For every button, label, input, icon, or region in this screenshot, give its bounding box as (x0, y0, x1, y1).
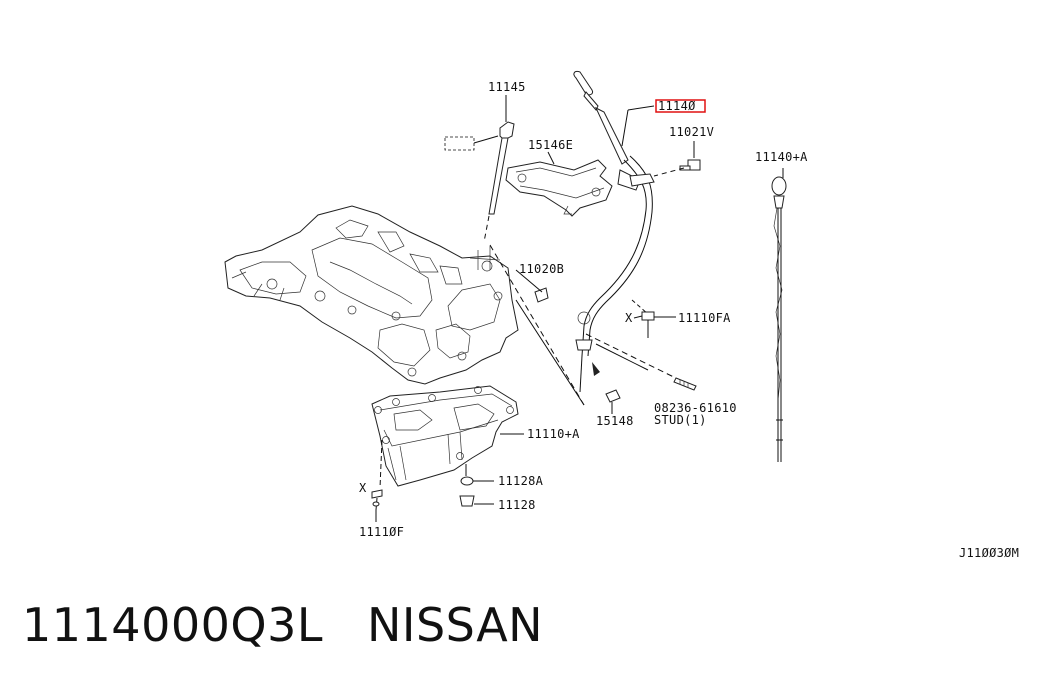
dipstick-tube-11140 (573, 71, 655, 393)
label-11140: 1114Ø (658, 99, 696, 113)
label-11128: 11128 (498, 498, 536, 512)
plug-11020b (515, 269, 549, 303)
label-11021v: 11021V (669, 125, 714, 139)
label-11140a: 11140+A (755, 150, 808, 164)
label-11110f: 1111ØF (359, 525, 404, 539)
bolt-11110f (371, 439, 383, 522)
diagram-reference-code: J11ØØ3ØM (959, 546, 1019, 560)
bolt-11021v (653, 141, 701, 177)
stud-08236 (673, 377, 697, 391)
parts-diagram: 11145 1114Ø 15146E 11021V 11140+A 11020B… (224, 71, 1019, 560)
label-15148: 15148 (596, 414, 634, 428)
assembly-lines (489, 244, 689, 406)
label-11145: 11145 (488, 80, 526, 94)
drain-plug (459, 464, 494, 507)
bolt-11110fa (633, 311, 676, 338)
label-11020b: 11020B (519, 262, 564, 276)
brand-name: NISSAN (366, 598, 544, 652)
label-x-lower: X (359, 481, 367, 495)
dipstick-guide-11145 (444, 95, 515, 243)
label-11110a: 11110+A (527, 427, 580, 441)
upper-oil-pan-casting (224, 205, 519, 385)
part-title: 1114000Q3L NISSAN (22, 598, 543, 658)
highlight-box (655, 99, 706, 113)
label-11110fa: 11110FA (678, 311, 731, 325)
nut-15148 (592, 362, 621, 414)
label-x-upper: X (625, 311, 633, 325)
label-08236: 08236-61610 (654, 401, 737, 415)
label-15146e: 15146E (528, 138, 573, 152)
dipstick-11140a (771, 168, 787, 462)
label-stud: STUD(1) (654, 413, 707, 427)
label-11128a: 11128A (498, 474, 544, 488)
lower-oil-pan (371, 385, 524, 487)
bracket-15146e (505, 151, 613, 217)
part-number: 1114000Q3L (22, 598, 323, 652)
